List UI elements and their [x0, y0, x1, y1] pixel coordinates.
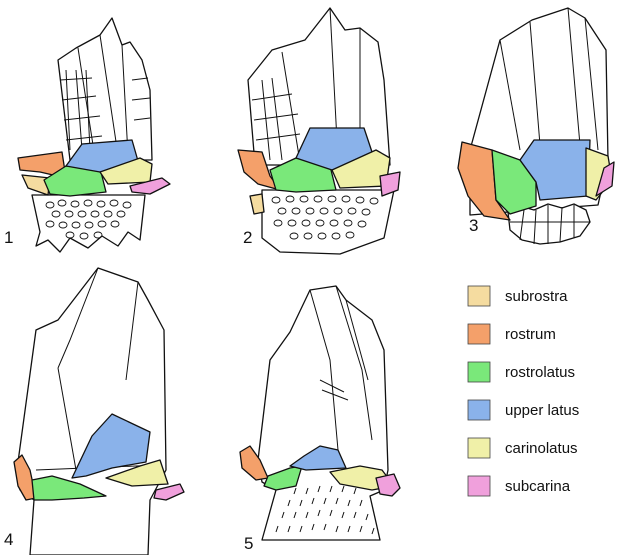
figure-number-2: 2 — [243, 228, 252, 248]
legend-label: subrostra — [505, 288, 568, 305]
legend-swatch — [468, 438, 490, 458]
legend-label: subcarina — [505, 478, 571, 495]
legend-item-rostrolatus: rostrolatus — [468, 362, 575, 382]
legend-item-subrostra: subrostra — [468, 286, 568, 306]
specimen-3 — [458, 8, 614, 244]
legend-label: rostrum — [505, 326, 556, 343]
legend-label: rostrolatus — [505, 364, 575, 381]
legend: subrostra rostrum rostrolatus upper latus ca… — [468, 286, 579, 496]
legend-swatch — [468, 476, 490, 496]
subcarina-plate — [154, 484, 184, 500]
specimen-4 — [14, 268, 184, 555]
subrostra-plate — [250, 194, 264, 214]
legend-swatch — [468, 400, 490, 420]
legend-swatch — [468, 286, 490, 306]
legend-swatch — [468, 362, 490, 382]
figure-number-1: 1 — [4, 228, 13, 248]
legend-item-carinolatus: carinolatus — [468, 438, 578, 458]
subcarina-plate — [380, 172, 400, 196]
specimen-2 — [238, 8, 400, 254]
legend-item-subcarina: subcarina — [468, 476, 571, 496]
legend-item-rostrum: rostrum — [468, 324, 556, 344]
legend-label: upper latus — [505, 402, 579, 419]
legend-swatch — [468, 324, 490, 344]
specimen-5 — [240, 286, 400, 540]
specimen-1 — [18, 18, 170, 252]
legend-label: carinolatus — [505, 440, 578, 457]
legend-item-upper-latus: upper latus — [468, 400, 579, 420]
figure-number-3: 3 — [469, 216, 478, 236]
figure-number-4: 4 — [4, 530, 13, 550]
figure-number-5: 5 — [244, 534, 253, 554]
subcarina-plate — [376, 474, 400, 496]
